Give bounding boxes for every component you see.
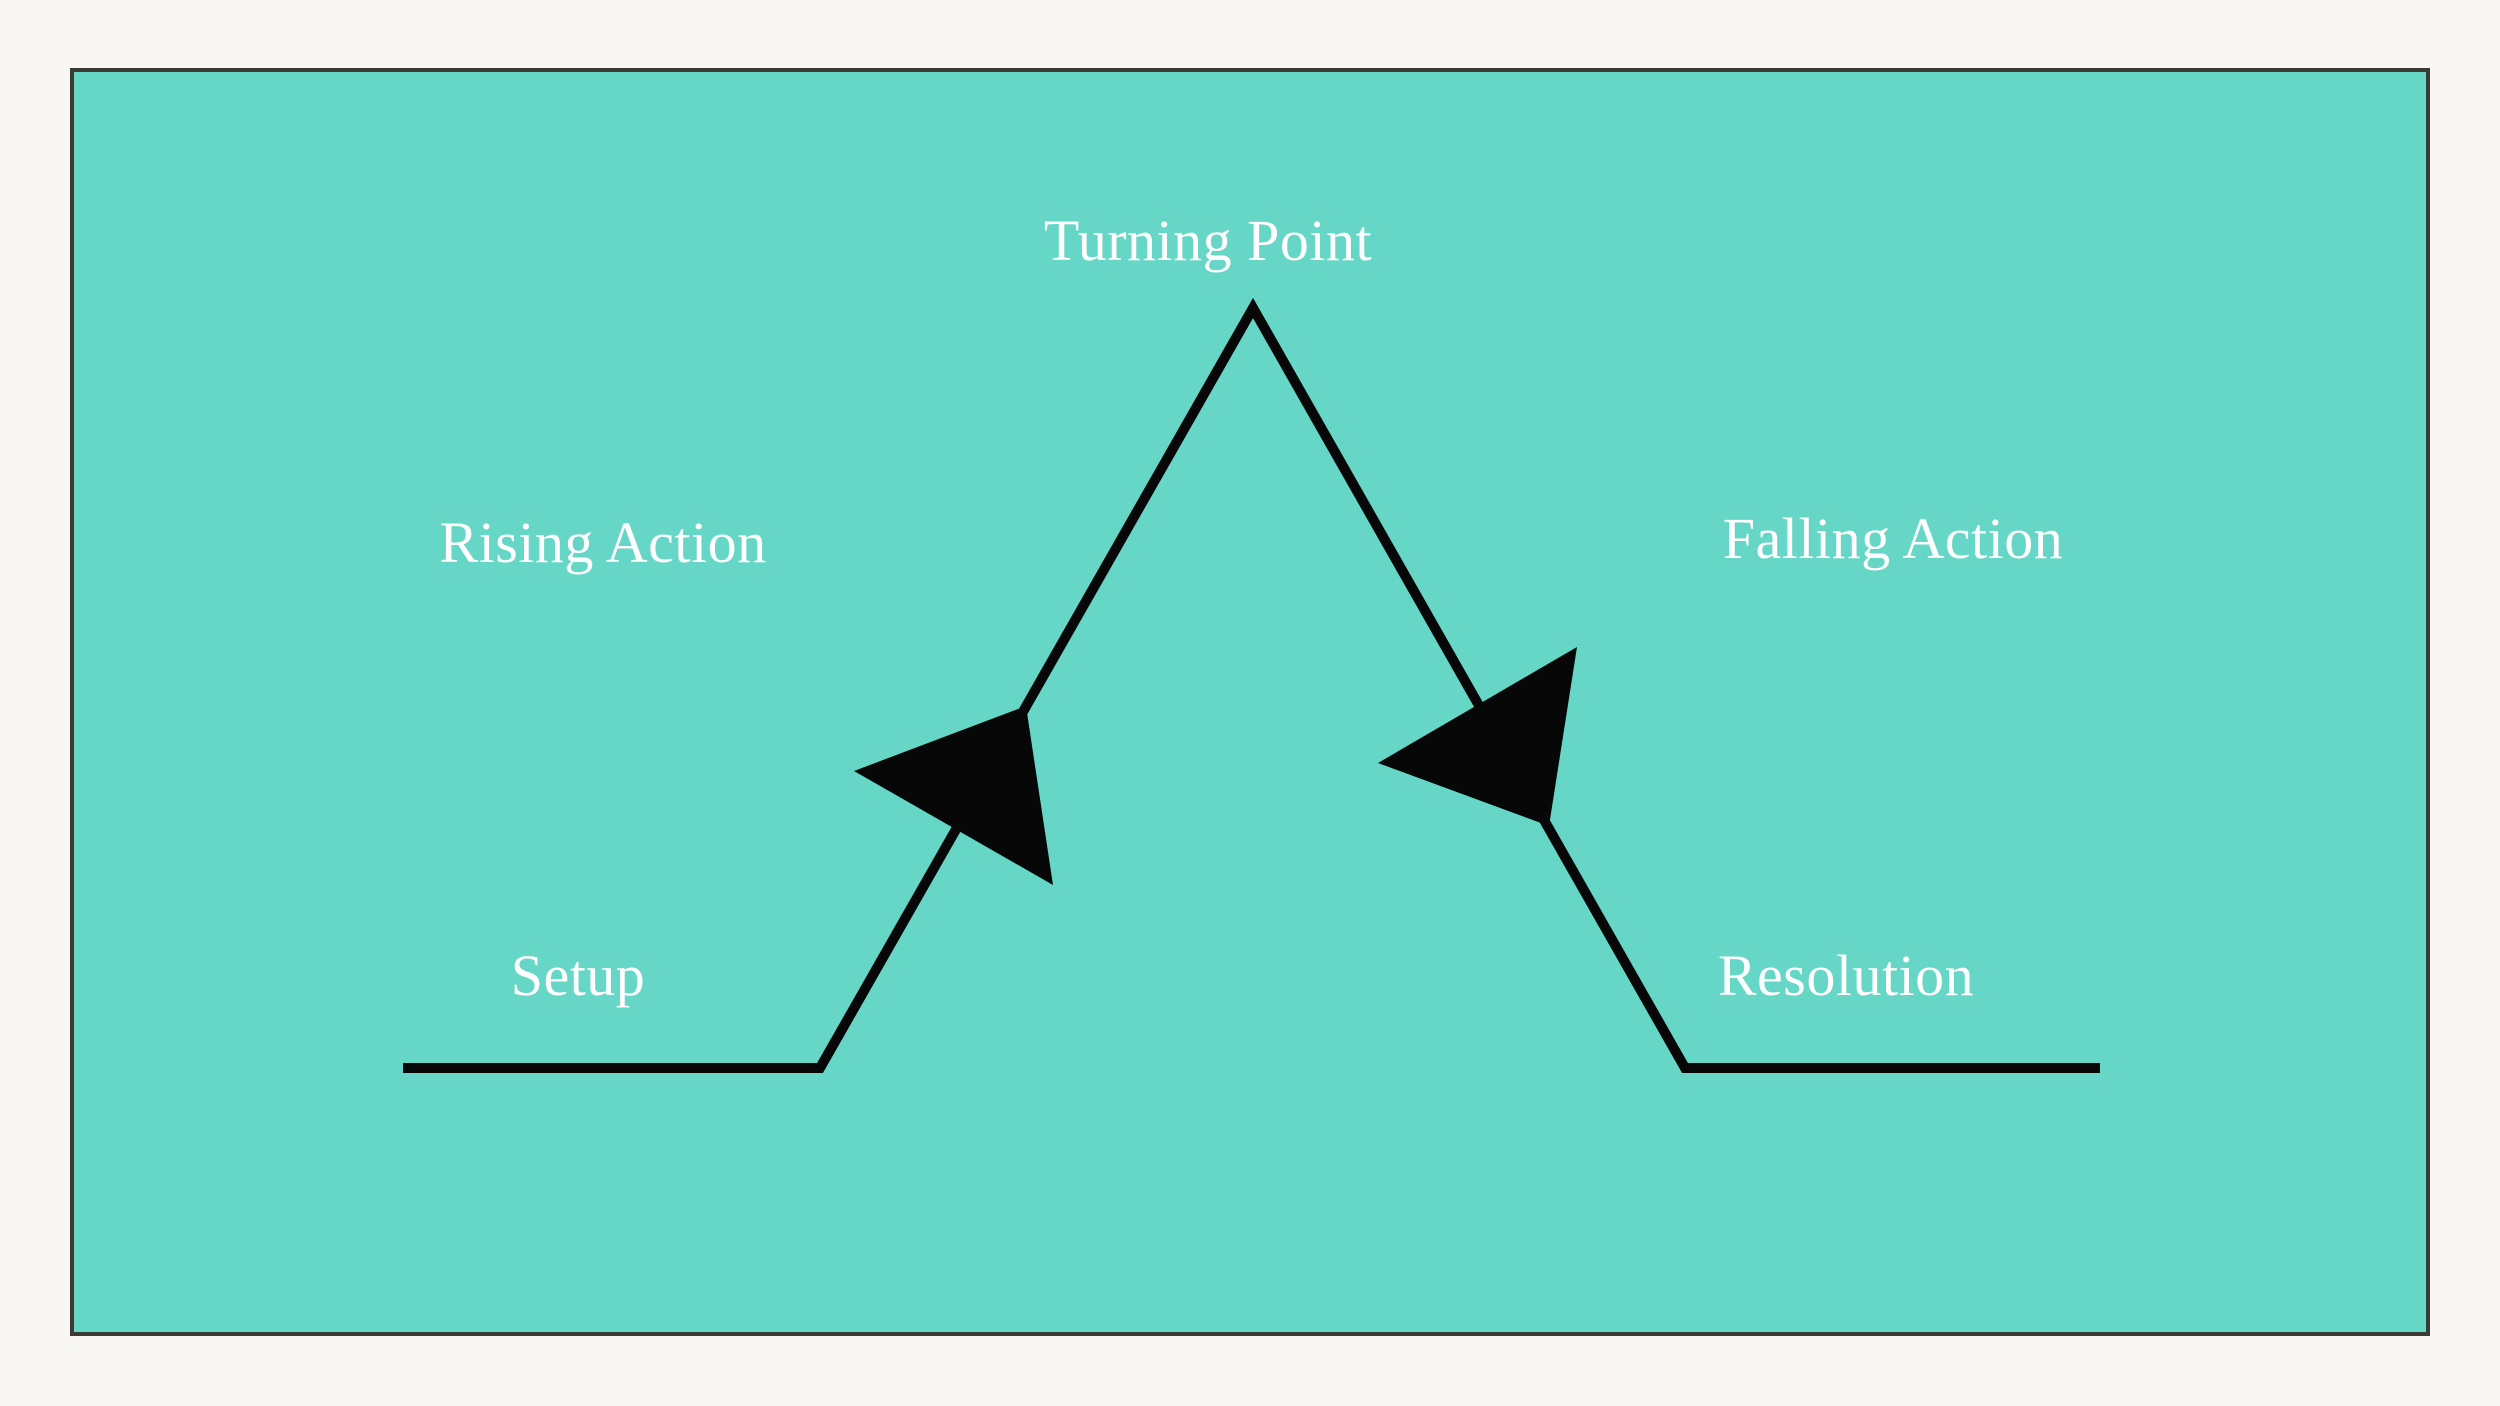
label-setup: Setup bbox=[510, 943, 646, 1008]
label-rising-action: Rising Action bbox=[439, 510, 767, 575]
label-turning-point: Turning Point bbox=[1043, 208, 1373, 273]
label-resolution: Resolution bbox=[1717, 943, 1975, 1008]
label-falling-action: Falling Action bbox=[1722, 506, 2064, 571]
